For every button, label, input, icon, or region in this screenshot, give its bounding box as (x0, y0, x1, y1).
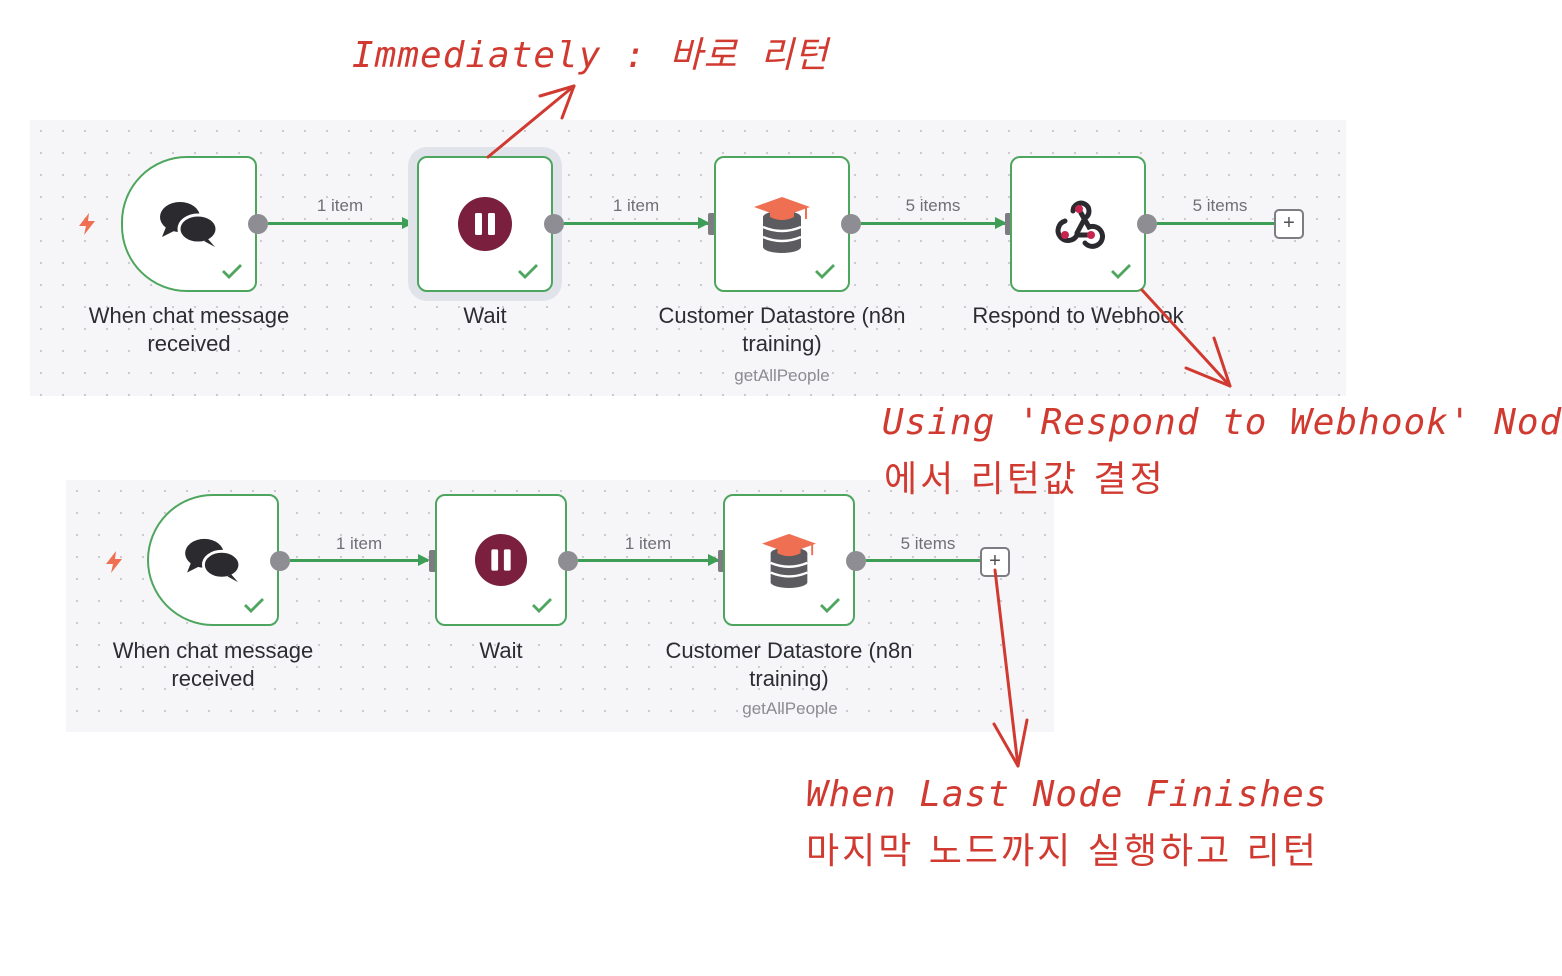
annotation-respond-line2: 에서 리턴값 결정 (884, 459, 1166, 500)
edge-item-count: 1 item (624, 534, 672, 553)
annotation-respond-line1: Using 'Respond to Webhook' Node (882, 402, 1562, 443)
node-title: When chat message received (112, 638, 314, 691)
annotation-last-node-line2: 마지막 노드까지 실행하고 리턴 (806, 831, 1319, 872)
annotation-last-node-line1: When Last Node Finishes (806, 774, 1328, 815)
trigger-bolt-icon (106, 551, 122, 573)
edge-item-count: 5 items (905, 196, 961, 215)
node-customer-datastore[interactable] (723, 494, 855, 626)
node-chat-trigger[interactable] (147, 494, 279, 626)
node-subtitle: getAllPeople (742, 699, 838, 718)
connection-edge[interactable] (861, 217, 1007, 228)
node-title: Wait (463, 303, 507, 328)
node-title: Customer Datastore (n8n training) (658, 303, 906, 356)
input-port[interactable] (708, 213, 718, 235)
annotation-immediately: Immediately : 바로 리턴 (352, 35, 829, 76)
webhook-icon (1055, 200, 1105, 249)
success-check-icon (1111, 264, 1131, 279)
trigger-bolt-icon (79, 213, 95, 235)
edge-item-count: 5 items (1192, 196, 1248, 215)
edge-item-count: 1 item (335, 534, 383, 553)
connection-edge (1157, 222, 1275, 225)
database-icon (754, 197, 810, 253)
connection-edge[interactable] (578, 554, 720, 565)
add-node-button[interactable]: + (980, 547, 1010, 577)
node-customer-datastore[interactable] (714, 156, 850, 292)
edge-item-count: 1 item (612, 196, 660, 215)
connection-edge (866, 559, 981, 562)
input-port[interactable] (429, 550, 439, 572)
add-node-button[interactable]: + (1274, 209, 1304, 239)
output-handle[interactable] (841, 214, 861, 234)
output-handle[interactable] (1137, 214, 1157, 234)
pause-icon (458, 197, 512, 251)
node-title: Respond to Webhook (972, 303, 1184, 328)
input-port[interactable] (411, 213, 421, 235)
node-chat-trigger[interactable] (121, 156, 257, 292)
node-wait[interactable] (417, 156, 553, 292)
output-handle[interactable] (846, 551, 866, 571)
chat-icon (160, 202, 219, 247)
connection-edge[interactable] (290, 554, 430, 565)
node-title: Wait (479, 638, 523, 663)
success-check-icon (820, 598, 840, 613)
node-respond-to-webhook[interactable] (1010, 156, 1146, 292)
database-icon (761, 533, 817, 588)
success-check-icon (518, 264, 538, 279)
output-handle[interactable] (544, 214, 564, 234)
node-title: When chat message received (88, 303, 290, 356)
success-check-icon (815, 264, 835, 279)
chat-icon (185, 538, 242, 583)
edge-item-count: 5 items (900, 534, 956, 553)
pause-icon (474, 533, 528, 587)
output-handle[interactable] (248, 214, 268, 234)
node-wait[interactable] (435, 494, 567, 626)
output-handle[interactable] (270, 551, 290, 571)
success-check-icon (222, 264, 242, 279)
success-check-icon (244, 598, 264, 613)
connection-edge[interactable] (564, 217, 710, 228)
node-title: Customer Datastore (n8n training) (665, 638, 913, 691)
edge-item-count: 1 item (316, 196, 364, 215)
connection-edge[interactable] (268, 217, 414, 228)
output-handle[interactable] (558, 551, 578, 571)
success-check-icon (532, 598, 552, 613)
node-subtitle: getAllPeople (734, 366, 830, 385)
